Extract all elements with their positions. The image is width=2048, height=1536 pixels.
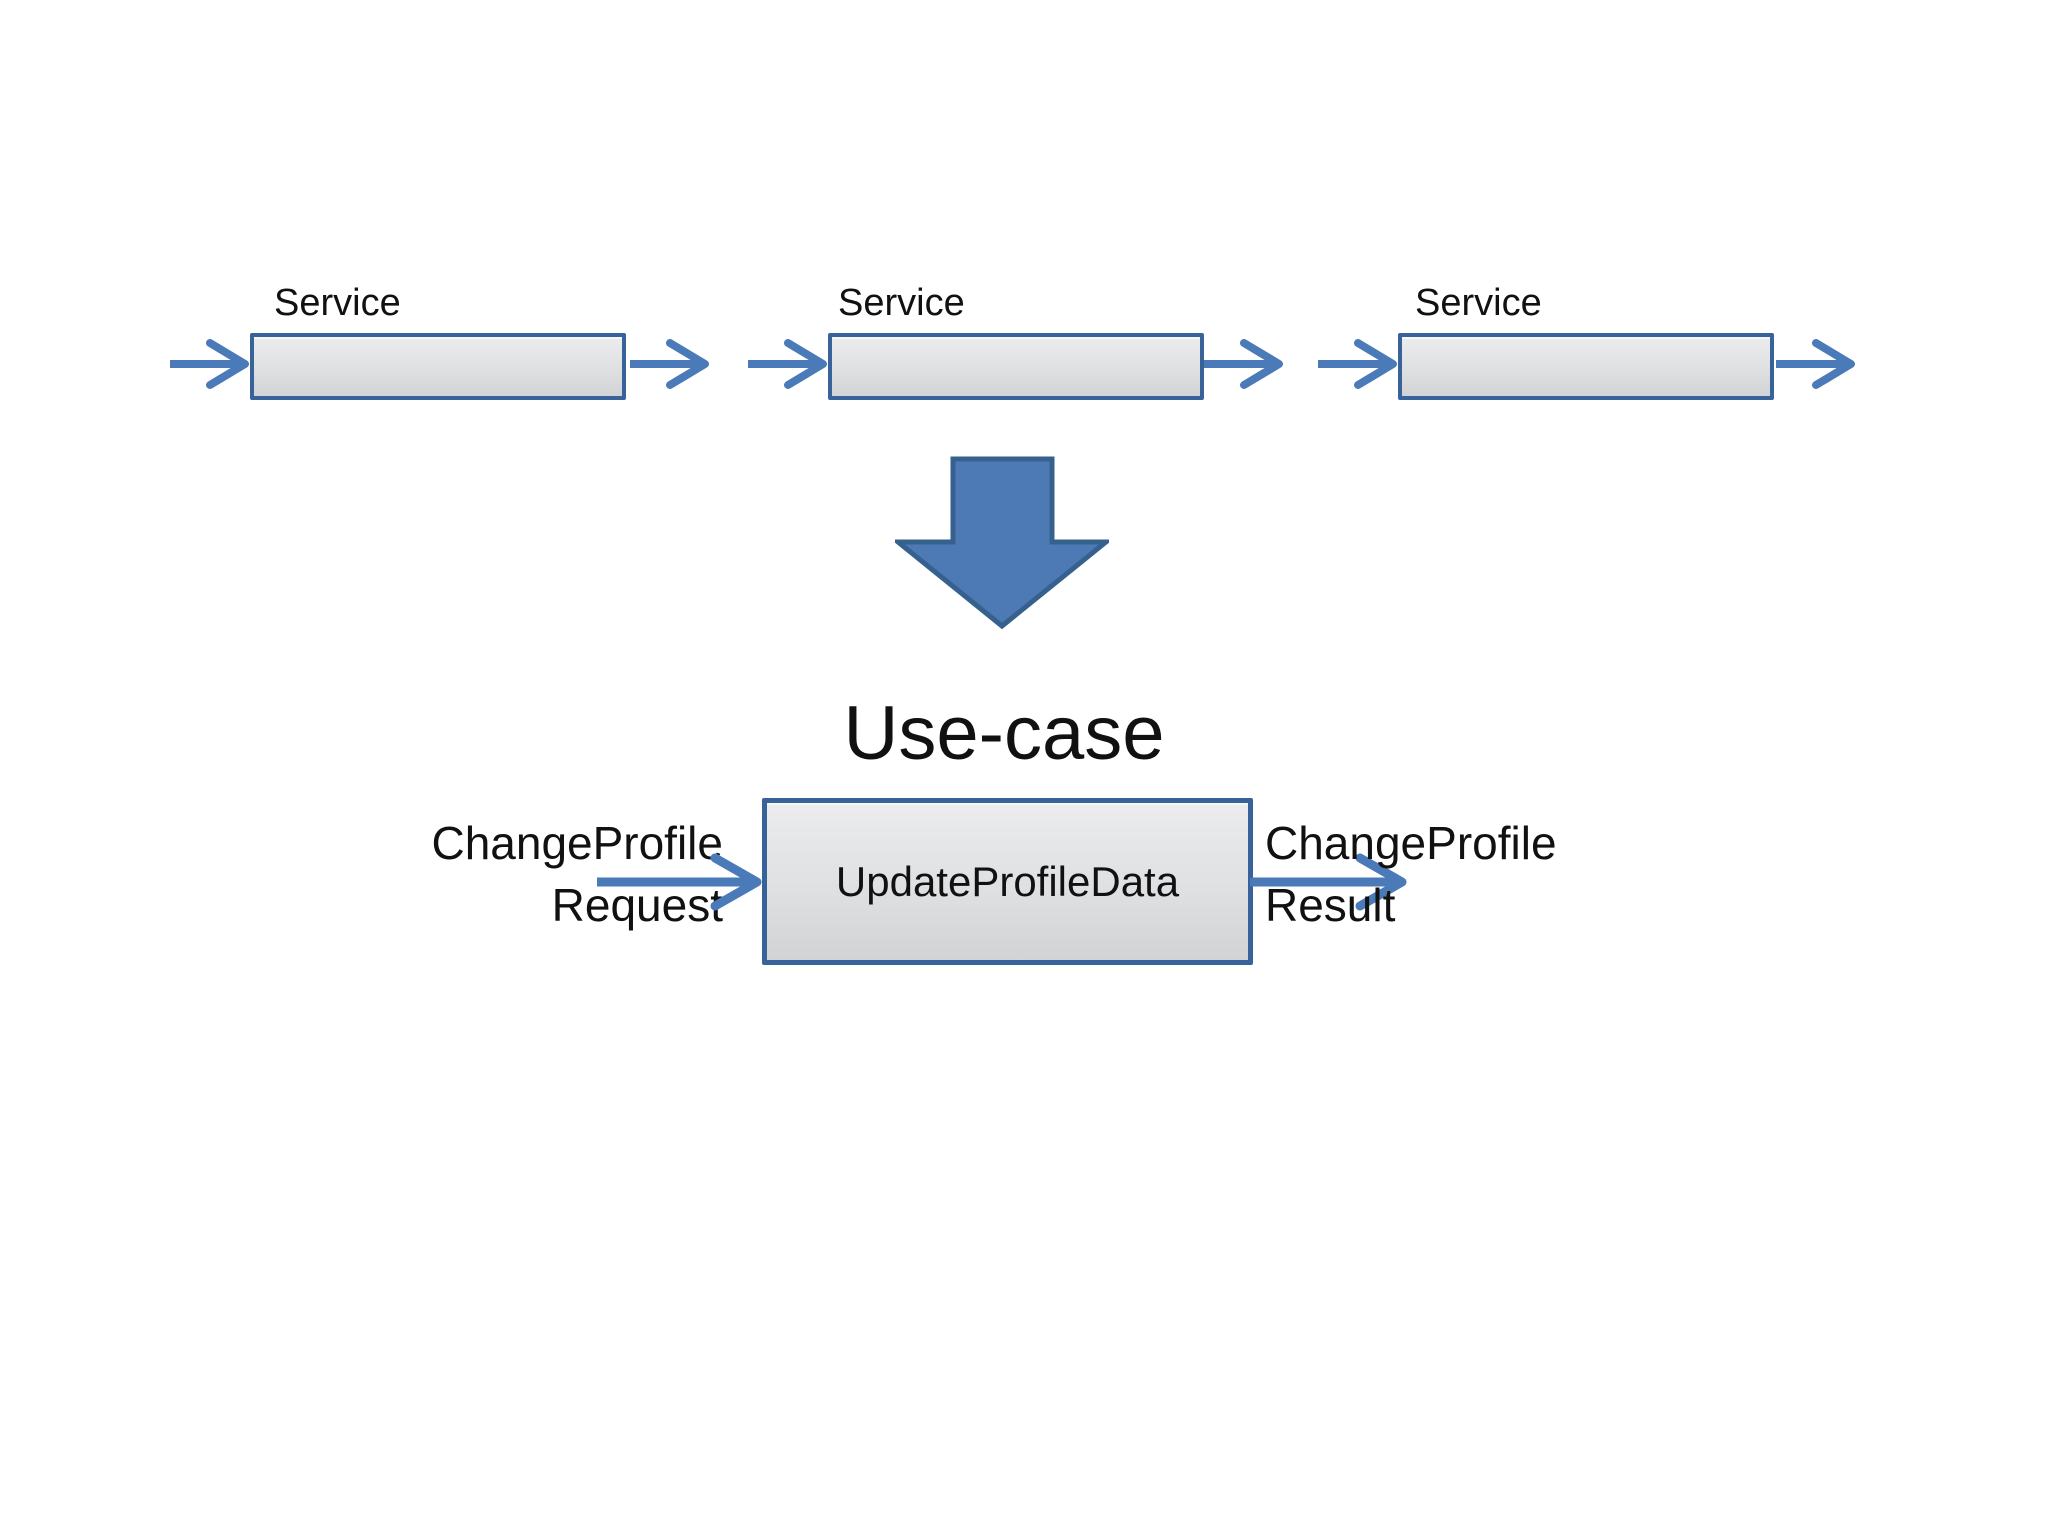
service-box: [1398, 333, 1774, 400]
service-box: [828, 333, 1204, 400]
output-arrow-icon: [1250, 853, 1407, 911]
right-arrow-icon: [170, 339, 249, 389]
use-case-title: Use-case: [843, 691, 1165, 776]
use-case-box: UpdateProfileData: [762, 798, 1253, 965]
service-box: [250, 333, 626, 400]
down-arrow-icon: [895, 456, 1109, 630]
input-message-line1: ChangeProfile: [431, 817, 723, 869]
output-message-line1: ChangeProfile: [1265, 817, 1557, 869]
right-arrow-icon: [748, 339, 827, 389]
right-arrow-icon: [630, 339, 709, 389]
service-label: Service: [1415, 282, 1542, 324]
right-arrow-icon: [1318, 339, 1397, 389]
output-message-line2: Result: [1265, 879, 1396, 931]
service-label: Service: [274, 282, 401, 324]
right-arrow-icon: [1204, 339, 1283, 389]
input-message-line2: Request: [551, 879, 723, 931]
use-case-box-label: UpdateProfileData: [835, 857, 1180, 905]
input-arrow-icon: [597, 853, 762, 911]
service-label: Service: [838, 282, 965, 324]
input-message-label: ChangeProfile Request: [431, 812, 723, 936]
output-message-label: ChangeProfile Result: [1265, 812, 1557, 936]
right-arrow-icon: [1776, 339, 1855, 389]
